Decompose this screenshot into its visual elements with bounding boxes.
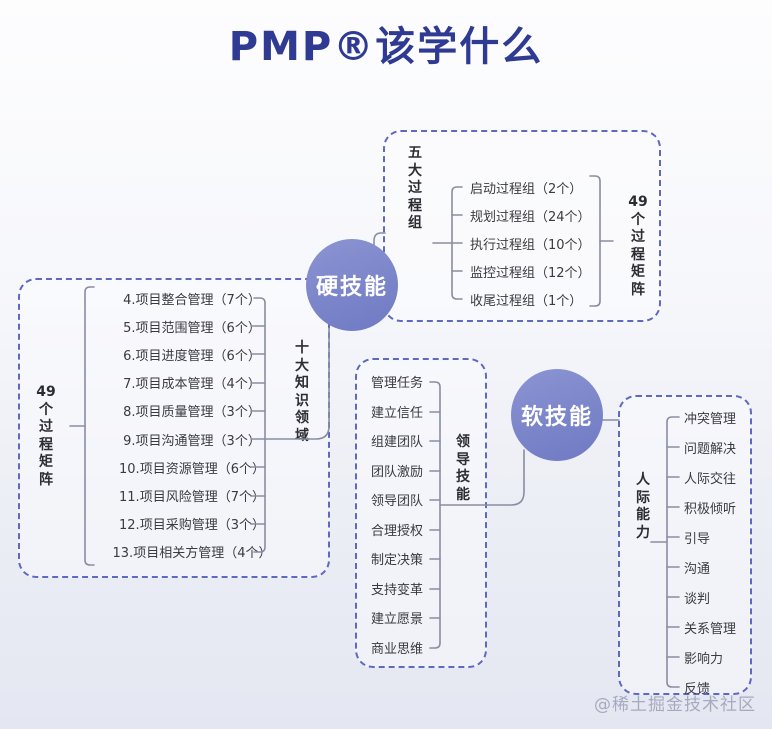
vertical-label-char: 能 bbox=[456, 486, 470, 503]
process-groups-side-label: 五大过程组 bbox=[408, 145, 422, 233]
process-groups-box bbox=[383, 130, 661, 322]
list-item: 收尾过程组（1个） bbox=[470, 293, 583, 309]
knowledge-areas-list: 4.项目整合管理（7个） 5.项目范围管理（6个） 6.项目进度管理（6个） 7.项目… bbox=[92, 284, 292, 566]
vertical-label-char: 五 bbox=[408, 145, 422, 161]
list-item: 谈判 bbox=[684, 591, 711, 607]
list-item: 制定决策 bbox=[371, 553, 424, 569]
vertical-label-char: 人 bbox=[636, 472, 650, 488]
vertical-label-char: 过 bbox=[38, 419, 53, 435]
vertical-label-char: 矩 bbox=[630, 264, 645, 280]
leadership-list: 管理任务建立信任组建团队团队激励领导团队合理授权制定决策支持变革建立愿景商业思维 bbox=[371, 367, 441, 662]
interpersonal-box bbox=[618, 395, 752, 695]
list-item: 7.项目成本管理（4个） bbox=[123, 377, 261, 393]
list-item: 10.项目资源管理（6个） bbox=[119, 461, 265, 477]
leadership-side-label: 领导技能 bbox=[456, 434, 470, 504]
vertical-label-char: 阵 bbox=[38, 471, 53, 488]
vertical-label-char: 际 bbox=[636, 489, 650, 506]
vertical-label-char: 49 bbox=[628, 194, 648, 210]
list-item: 6.项目进度管理（6个） bbox=[123, 349, 261, 364]
list-item: 冲突管理 bbox=[684, 411, 737, 427]
vertical-label-char: 技 bbox=[456, 469, 470, 485]
list-item: 积极倾听 bbox=[684, 501, 737, 517]
list-item: 8.项目质量管理（3个） bbox=[123, 405, 261, 421]
vertical-label-char: 知 bbox=[295, 375, 309, 391]
list-item: 执行过程组（10个） bbox=[470, 237, 591, 253]
vertical-label-char: 程 bbox=[630, 246, 645, 263]
vertical-label-char: 个 bbox=[630, 211, 645, 228]
vertical-label-char: 49 bbox=[36, 384, 56, 400]
hard-skill-node: 硬技能 bbox=[306, 239, 398, 331]
list-item: 建立愿景 bbox=[371, 612, 424, 628]
vertical-label-char: 矩 bbox=[38, 454, 53, 470]
vertical-label-char: 力 bbox=[636, 524, 650, 541]
list-item: 引导 bbox=[684, 531, 711, 547]
list-item: 规划过程组（24个） bbox=[470, 209, 591, 225]
leadership-box bbox=[355, 358, 487, 668]
list-item: 建立信任 bbox=[371, 405, 424, 421]
list-item: 问题解决 bbox=[684, 441, 737, 457]
vertical-label-char: 领 bbox=[295, 410, 309, 426]
list-item: 支持变革 bbox=[371, 582, 424, 598]
knowledge-areas-side-label: 十大知识领域 bbox=[295, 340, 309, 445]
list-item: 监控过程组（12个） bbox=[470, 265, 591, 281]
list-item: 5.项目范围管理（6个） bbox=[123, 320, 261, 336]
soft-skill-label: 软技能 bbox=[520, 405, 593, 430]
soft-skill-node: 软技能 bbox=[511, 369, 603, 461]
vertical-label-char: 导 bbox=[456, 451, 470, 468]
interpersonal-side-label: 人际能力 bbox=[636, 472, 650, 542]
vertical-label-char: 域 bbox=[295, 427, 309, 444]
list-item: 人际交往 bbox=[684, 471, 737, 487]
list-item: 影响力 bbox=[684, 651, 724, 667]
list-item: 关系管理 bbox=[684, 621, 737, 637]
watermark: @稀土掘金技术社区 bbox=[594, 695, 756, 715]
page-title: PMP®该学什么 bbox=[228, 24, 544, 70]
vertical-label-char: 程 bbox=[408, 197, 422, 214]
list-item: 商业思维 bbox=[371, 641, 424, 657]
list-item: 组建团队 bbox=[371, 435, 424, 451]
vertical-label-char: 能 bbox=[636, 507, 650, 523]
vertical-label-char: 过 bbox=[630, 229, 645, 245]
list-item: 9.项目沟通管理（3个） bbox=[123, 433, 261, 449]
list-item: 4.项目整合管理（7个） bbox=[123, 292, 261, 308]
vertical-label-char: 过 bbox=[408, 180, 422, 196]
list-item: 12.项目采购管理（3个） bbox=[119, 518, 265, 534]
list-item: 团队激励 bbox=[371, 464, 424, 480]
interpersonal-list: 冲突管理问题解决人际交往积极倾听引导沟通谈判关系管理影响力反馈 bbox=[684, 402, 754, 702]
list-item: 沟通 bbox=[684, 561, 711, 577]
list-item: 合理授权 bbox=[371, 523, 424, 539]
list-item: 领导团队 bbox=[371, 494, 424, 510]
vertical-label-char: 个 bbox=[38, 401, 53, 418]
list-item: 13.项目相关方管理（4个） bbox=[112, 546, 272, 562]
list-item: 11.项目风险管理（7个） bbox=[119, 490, 265, 506]
vertical-label-char: 程 bbox=[38, 436, 53, 453]
process-groups-list: 启动过程组（2个） 规划过程组（24个） 执行过程组（10个） 监控过程组（12个） 收… bbox=[470, 173, 610, 313]
vertical-label-char: 大 bbox=[295, 357, 309, 374]
vertical-label-char: 大 bbox=[408, 162, 422, 179]
list-item: 反馈 bbox=[684, 681, 711, 697]
list-item: 启动过程组（2个） bbox=[470, 181, 583, 197]
vertical-label-char: 组 bbox=[408, 215, 422, 231]
list-item: 管理任务 bbox=[371, 376, 424, 392]
vertical-label-char: 识 bbox=[295, 392, 309, 409]
hard-skill-label: 硬技能 bbox=[315, 275, 388, 300]
vertical-label-char: 十 bbox=[295, 340, 309, 356]
vertical-label-char: 阵 bbox=[630, 281, 645, 298]
vertical-label-char: 领 bbox=[456, 434, 470, 450]
